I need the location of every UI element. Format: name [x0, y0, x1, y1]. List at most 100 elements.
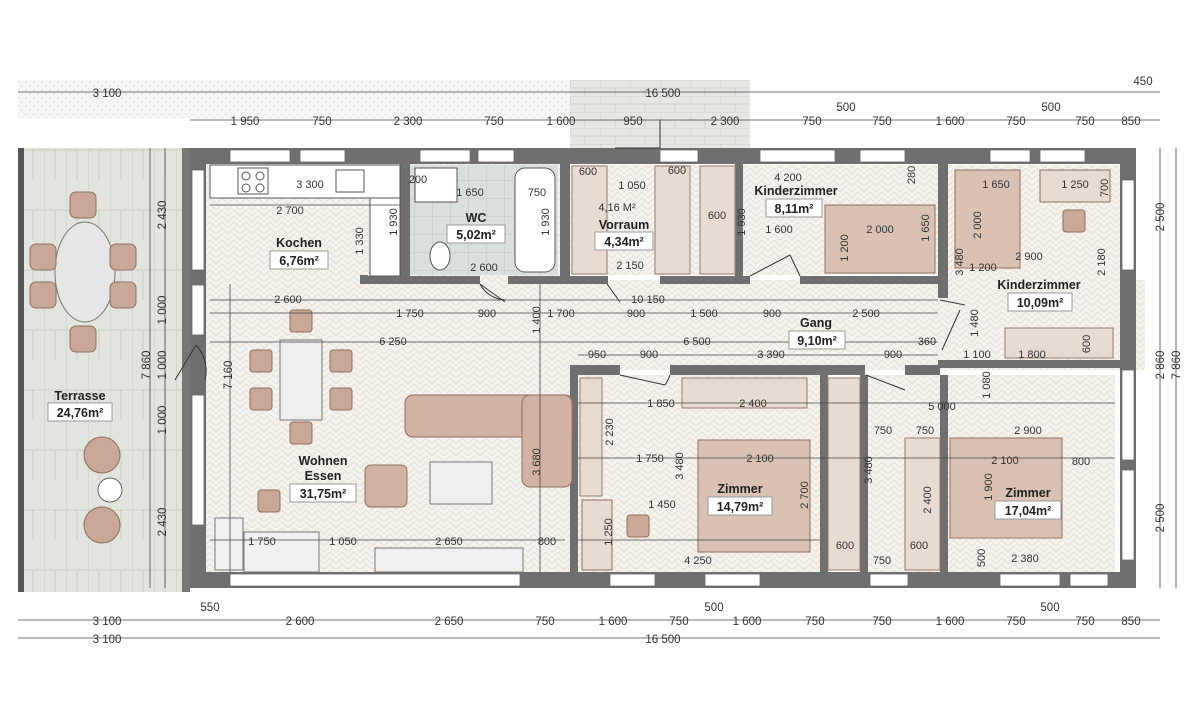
interior-dim-49: 600	[1081, 335, 1093, 353]
dim-left-inner-0: 7 160	[223, 361, 235, 390]
interior-dim-19: 1 650	[982, 179, 1010, 191]
interior-dim-63: 3 480	[863, 456, 875, 484]
interior-dim-15: 4 200	[774, 172, 802, 184]
dim-bottom1-2: 2 600	[286, 616, 315, 628]
interior-dim-24: 700	[1099, 179, 1111, 197]
room-name: Terrasse	[54, 389, 105, 403]
interior-dim-51: 2 400	[739, 398, 767, 410]
interior-dim-28: 2 180	[1096, 248, 1108, 276]
dim-bottom1-1: 550	[200, 602, 219, 614]
interior-dim-27: 1 200	[969, 262, 997, 274]
interior-dim-42: 360	[918, 336, 936, 348]
dim-bottom1-9: 750	[872, 616, 891, 628]
interior-dim-38: 1 400	[531, 306, 543, 334]
room-area: 24,76m²	[57, 406, 104, 420]
interior-dim-57: 2 900	[1014, 425, 1042, 437]
room-name: Gang	[800, 316, 832, 330]
room-label-vorraum: 4,16 M² Vorraum 4,34m²	[594, 202, 654, 251]
dim-top2-1: 750	[312, 116, 331, 128]
interior-dim-23: 1 250	[1061, 179, 1089, 191]
interior-dim-75: 750	[873, 555, 891, 567]
interior-dim-7: 1 930	[388, 208, 400, 236]
room-name: Zimmer	[717, 482, 762, 496]
interior-dim-59: 2 100	[746, 453, 774, 465]
dim-bottom-small-1: 500	[1040, 602, 1059, 614]
windows	[191, 149, 1135, 587]
interior-dim-55: 750	[874, 425, 892, 437]
interior-dim-21: 1 650	[920, 214, 932, 242]
room-label-wohnen: Wohnen Essen 31,75m²	[289, 454, 357, 503]
interior-dim-29: 2 600	[274, 294, 302, 306]
cabinets	[571, 165, 1114, 571]
room-label-zimmer1: Zimmer 14,79m²	[707, 482, 773, 516]
dim-top1-0: 3 100	[93, 88, 122, 100]
desks	[581, 169, 1111, 571]
interior-dim-4: 1 050	[618, 180, 646, 192]
dim-bottom1-7: 1 600	[733, 616, 762, 628]
terrace-edge-inner	[182, 148, 190, 592]
interior-dim-43: 950	[588, 349, 606, 361]
dim-bottom1-10: 1 600	[936, 616, 965, 628]
dim-bottom2-0: 3 100	[93, 634, 122, 646]
interior-dim-10: 1 330	[354, 227, 366, 255]
dimension-lines	[18, 91, 1177, 639]
dim-top2-4: 1 600	[547, 116, 576, 128]
room-label-wc: WC 5,02m²	[446, 211, 506, 244]
room-name: Wohnen	[298, 454, 347, 468]
interior-dim-77: 600	[910, 540, 928, 552]
room-area: 31,75m²	[300, 487, 347, 501]
room-area: 8,11m²	[775, 202, 814, 216]
interior-dim-60: 2 100	[991, 455, 1019, 467]
dim-bottom1-11: 750	[1006, 616, 1025, 628]
dim-bottom1-4: 750	[535, 616, 554, 628]
interior-dim-41: 6 500	[683, 336, 711, 348]
dim-top2-9: 1 600	[936, 116, 965, 128]
room-area: 10,09m²	[1017, 296, 1064, 310]
dim-bottom-small-0: 500	[704, 602, 723, 614]
interior-dim-56: 750	[916, 425, 934, 437]
dim-top2-2: 2 300	[394, 116, 423, 128]
interior-dim-13: 600	[579, 166, 597, 178]
interior-dim-30: 1 750	[396, 308, 424, 320]
interior-dim-62: 3 480	[674, 452, 686, 480]
dim-right-1: 2 860	[1155, 351, 1167, 380]
room-area: 9,10m²	[797, 334, 837, 348]
kitchen-counter	[209, 164, 401, 277]
interior-dim-40: 6 250	[379, 336, 407, 348]
room-extra: 4,16 M²	[598, 202, 636, 214]
dimension-texts: 3 100 16 500 450 1 950 750 2 300 750 1 6…	[93, 76, 1183, 646]
interior-dim-64: 3 680	[531, 448, 543, 476]
interior-dim-47: 1 100	[963, 349, 991, 361]
dim-left-3: 1 000	[157, 406, 169, 435]
interior-dim-54: 2 230	[604, 418, 616, 446]
dim-top-small-0: 500	[836, 102, 855, 114]
dim-bottom1-0: 3 100	[93, 616, 122, 628]
dim-top2-10: 750	[1006, 116, 1025, 128]
dim-top2-3: 750	[484, 116, 503, 128]
dim-bottom1-5: 1 600	[599, 616, 628, 628]
interior-dim-17: 1 600	[765, 224, 793, 236]
interior-dim-73: 800	[538, 536, 556, 548]
interior-dim-72: 2 650	[435, 536, 463, 548]
interior-dim-0: 3 300	[296, 179, 324, 191]
interior-dim-52: 5 000	[928, 401, 956, 413]
interior-dim-31: 900	[478, 308, 496, 320]
interior-dim-18: 2 000	[866, 224, 894, 236]
interior-dim-3: 750	[528, 187, 546, 199]
interior-dim-50: 1 850	[647, 398, 675, 410]
interior-dim-2: 1 650	[456, 187, 484, 199]
room-label-gang: Gang 9,10m²	[788, 316, 846, 350]
dim-top2-6: 2 300	[711, 116, 740, 128]
dim-bottom1-12: 750	[1075, 616, 1094, 628]
room-label-zimmer2: Zimmer 17,04m²	[994, 486, 1062, 520]
dim-left-5: 7 860	[141, 351, 153, 380]
room-name: Kochen	[276, 236, 322, 250]
dim-bottom1-13: 850	[1121, 616, 1140, 628]
dim-top-small-1: 500	[1041, 102, 1060, 114]
terrace-edge	[18, 148, 24, 592]
room-name: Zimmer	[1005, 486, 1050, 500]
interior-dim-53: 1 080	[981, 371, 993, 399]
dim-top2-0: 1 950	[231, 116, 260, 128]
